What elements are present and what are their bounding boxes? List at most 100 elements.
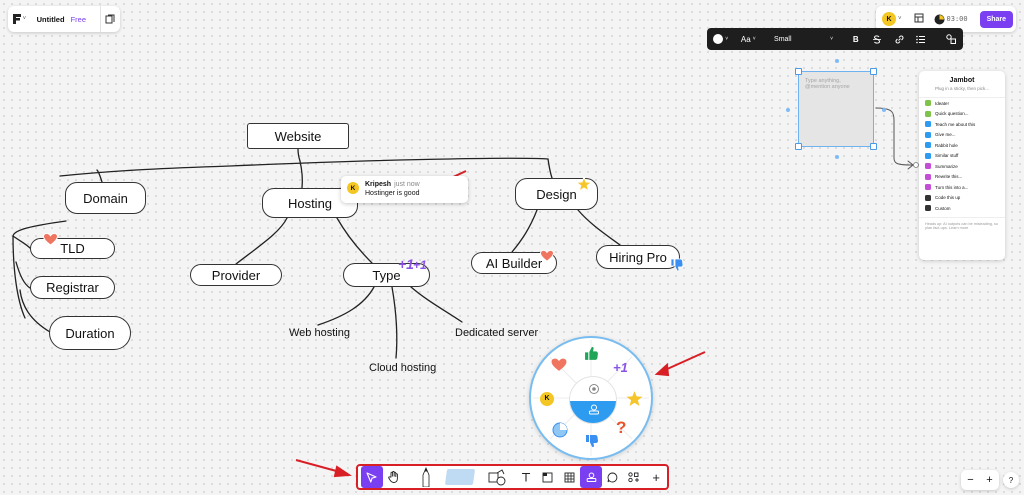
link-icon (895, 35, 903, 43)
avatar-menu[interactable]: K ˅ (882, 12, 902, 26)
washi-tape-tool-button[interactable] (442, 466, 478, 488)
mindmap-node-dedicated-server[interactable]: Dedicated server (455, 327, 539, 339)
marker-tool-button[interactable] (410, 466, 442, 488)
layout-button[interactable] (914, 13, 924, 25)
plus-one-label-2: +1 (412, 258, 427, 272)
jambot-action-icon (925, 184, 931, 191)
jambot-action-item[interactable]: Summarize (919, 161, 1005, 172)
mindmap-node-provider[interactable]: Provider (190, 264, 282, 286)
bold-button[interactable]: B (845, 35, 867, 44)
widgets-icon (628, 471, 640, 482)
mindmap-node-design[interactable]: Design (515, 178, 598, 210)
jambot-action-item[interactable]: Give me... (919, 130, 1005, 141)
jambot-action-label: Custom (935, 205, 951, 211)
jambot-panel: Jambot Plug in a sticky, then pick... Id… (919, 71, 1005, 260)
resize-handle-top-left[interactable] (795, 68, 802, 75)
hand-tool-button[interactable] (383, 466, 405, 488)
connector-handle-left[interactable] (786, 108, 790, 112)
pages-icon (105, 14, 115, 24)
jambot-action-item[interactable]: Turn this into a... (919, 182, 1005, 193)
mindmap-node-hiring-pro[interactable]: Hiring Pro (596, 245, 680, 269)
more-options-button[interactable] (939, 34, 963, 44)
sticker-pack-option-icon[interactable] (552, 422, 568, 438)
select-tool-button[interactable] (361, 466, 383, 488)
timer-readout: 03:00 (946, 15, 968, 23)
plan-badge[interactable]: Free (70, 14, 86, 24)
shape-tool-button[interactable] (483, 466, 511, 488)
jambot-action-item[interactable]: Similar stuff (919, 151, 1005, 162)
jambot-action-item[interactable]: Rewrite this... (919, 172, 1005, 183)
text-tool-button[interactable] (515, 466, 537, 488)
sticker-radial-menu: +1 ? K (529, 336, 653, 460)
sticker-stamp-icon[interactable] (588, 404, 600, 416)
text-format-toolbar: ˅ Aa ˅ Small ˅ B (707, 28, 963, 50)
thumbs-down-sticker-option-icon[interactable] (585, 434, 599, 448)
chevron-down-icon: ˅ (830, 36, 833, 42)
table-tool-button[interactable] (559, 466, 581, 488)
mindmap-node-web-hosting[interactable]: Web hosting (289, 327, 350, 339)
resize-handle-top-right[interactable] (870, 68, 877, 75)
link-button[interactable] (888, 35, 910, 44)
connector-handle-top[interactable] (835, 59, 839, 63)
custom-sticker-icon[interactable] (588, 383, 600, 395)
font-size-select[interactable]: Small ˅ (768, 36, 839, 43)
share-button[interactable]: Share (979, 10, 1014, 28)
file-title[interactable]: Untitled (36, 14, 65, 24)
text-icon (521, 472, 530, 482)
zoom-out-button[interactable]: − (967, 474, 974, 486)
star-sticker-option-icon[interactable] (626, 390, 643, 407)
heart-sticker-option-icon[interactable] (551, 358, 567, 372)
pages-button[interactable] (101, 14, 120, 24)
jambot-action-label: Turn this into a... (935, 184, 969, 190)
jambot-action-label: Similar stuff (935, 153, 959, 159)
jambot-action-item[interactable]: Quick question... (919, 109, 1005, 120)
mindmap-node-cloud-hosting[interactable]: Cloud hosting (369, 362, 437, 374)
mindmap-node-domain[interactable]: Domain (65, 182, 146, 214)
comment-author: Kripesh (365, 181, 392, 188)
comment-tool-button[interactable] (602, 466, 624, 488)
bullet-list-icon (916, 35, 926, 43)
color-swatch (713, 34, 724, 44)
jambot-title: Jambot (949, 77, 975, 84)
mindmap-root-node[interactable]: Website (247, 123, 349, 149)
bullet-list-button[interactable] (910, 35, 932, 44)
strikethrough-icon (873, 34, 882, 44)
thumbs-up-sticker-option-icon[interactable] (584, 346, 599, 361)
avatar-sticker-option[interactable]: K (540, 392, 554, 406)
resize-handle-bottom-right[interactable] (870, 143, 877, 150)
more-tools-button[interactable]: + (645, 466, 667, 488)
resize-handle-bottom-left[interactable] (795, 143, 802, 150)
mindmap-node-duration[interactable]: Duration (49, 316, 131, 350)
timer-button[interactable]: 03:00 (934, 14, 968, 25)
connector-handle-bottom[interactable] (835, 155, 839, 159)
color-picker[interactable]: ˅ (707, 34, 735, 44)
widgets-tool-button[interactable] (624, 466, 646, 488)
zoom-in-button[interactable]: + (986, 474, 993, 486)
mindmap-node-type[interactable]: Type (343, 263, 430, 287)
sticky-note[interactable]: Type anything, @mention anyone (786, 59, 886, 159)
mindmap-node-registrar[interactable]: Registrar (30, 276, 115, 299)
section-tool-button[interactable] (537, 466, 559, 488)
help-button[interactable]: ? (1003, 472, 1019, 488)
main-menu-button[interactable]: ˅ (8, 14, 31, 24)
plus-one-sticker-option[interactable]: +1 (613, 360, 628, 376)
strikethrough-button[interactable] (867, 34, 889, 44)
font-picker[interactable]: Aa ˅ (735, 35, 763, 44)
stamp-tool-button[interactable] (580, 466, 602, 488)
jambot-action-item[interactable]: Ideate! (919, 98, 1005, 109)
jambot-action-item[interactable]: Code this up (919, 193, 1005, 204)
connector-handle-right[interactable] (882, 108, 886, 112)
mindmap-node-ai-builder[interactable]: AI Builder (471, 252, 557, 274)
jambot-action-item[interactable]: Teach me about this (919, 119, 1005, 130)
jambot-action-item[interactable]: Custom (919, 203, 1005, 214)
chevron-down-icon: ˅ (898, 16, 902, 22)
jambot-footer: Heads up: AI outputs can be misleading, … (919, 216, 1005, 232)
comment-time: just now (394, 181, 420, 188)
question-sticker-option[interactable]: ? (616, 418, 627, 437)
jambot-action-icon (925, 163, 931, 170)
jambot-action-item[interactable]: Rabbit hole (919, 140, 1005, 151)
section-icon (542, 472, 553, 482)
washi-tape-icon (444, 469, 475, 485)
